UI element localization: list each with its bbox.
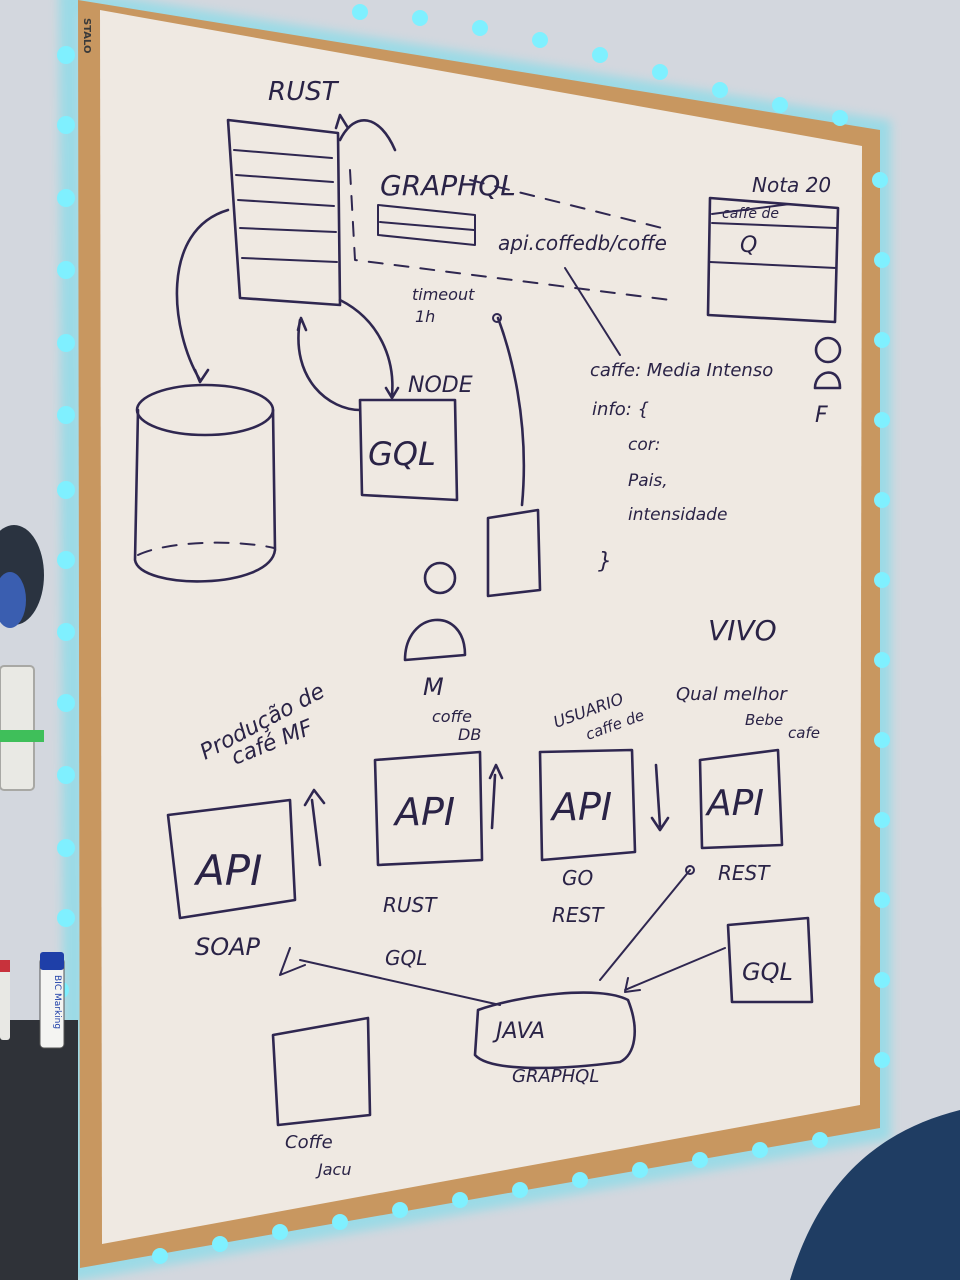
- api-box-4-label: API: [705, 783, 764, 824]
- small-box: [486, 508, 542, 598]
- marker-tray: [0, 1020, 78, 1280]
- rust-label: RUST: [268, 77, 340, 107]
- java-rest-arrow: [599, 869, 691, 981]
- coffe-jacu-box: [271, 1016, 372, 1127]
- json-line4: Pais,: [628, 471, 668, 491]
- timeout-line2: 1h: [415, 307, 435, 326]
- soap-label: SOAP: [195, 933, 261, 961]
- java-graphql-label: GRAPHQL: [512, 1066, 599, 1087]
- go-rest-line2: REST: [552, 903, 605, 927]
- rust-gql-line2: GQL: [385, 946, 427, 970]
- marker-label: BIC Marking: [52, 975, 62, 1029]
- nota-label: Nota 20: [752, 173, 831, 197]
- json-line3: cor:: [628, 435, 660, 455]
- board-surface: [100, 10, 862, 1244]
- coffe-db-line1: coffe: [432, 707, 472, 726]
- api-box-3-label: API: [549, 785, 612, 829]
- rust-gql-line1: RUST: [383, 893, 438, 917]
- person-m-head: [423, 561, 457, 595]
- graphql-input-box: [377, 204, 476, 246]
- api-box-2-label: API: [392, 790, 455, 834]
- java-box: [473, 991, 636, 1070]
- java-label: JAVA: [492, 1019, 545, 1044]
- person-m-label: M: [423, 673, 444, 701]
- gql-box-label: GQL: [742, 958, 793, 986]
- api-box-3: [538, 748, 637, 862]
- api-box-2: [373, 750, 484, 867]
- go-rest-line1: GO: [562, 866, 593, 890]
- api-url: api.coffedb/coffe: [498, 231, 667, 255]
- board-brand: STALO: [81, 18, 92, 54]
- node-gql-box: [358, 398, 459, 502]
- api-box-4: [698, 748, 784, 850]
- rust-graphql-arrow: [334, 113, 397, 152]
- coffe-jacu-line2: Jacu: [315, 1160, 351, 1179]
- coffe-jacu-line1: Coffe: [285, 1132, 333, 1153]
- json-line2: info: {: [592, 399, 649, 420]
- json-line6: }: [598, 549, 612, 574]
- java-gql-arrow: [624, 947, 726, 993]
- node-label: NODE: [408, 373, 473, 398]
- coffe-db-line2: DB: [458, 725, 481, 744]
- nota-card: [706, 196, 840, 324]
- person-m-body: [403, 618, 467, 662]
- node-gql-text: GQL: [368, 435, 436, 473]
- api-box-1-label: API: [193, 846, 262, 895]
- java-soap-arrow: [279, 947, 501, 1006]
- person-f-label: F: [815, 403, 828, 428]
- card-q: Q: [740, 233, 757, 258]
- rest-label: REST: [718, 861, 771, 885]
- rust-db-arrow: [175, 208, 230, 384]
- vivo-label: VIVO: [708, 614, 777, 647]
- jacket: [790, 1110, 960, 1280]
- api-box-1: [166, 798, 297, 920]
- timeout-line1: timeout: [412, 285, 475, 304]
- person-f-head: [814, 336, 842, 364]
- bebe-line1: Bebe: [745, 711, 783, 729]
- database-cylinder: [133, 408, 277, 583]
- gql-box: [726, 916, 814, 1004]
- rust-box: [226, 118, 342, 307]
- graphql-label: GRAPHQL: [380, 169, 516, 202]
- json-line1: caffe: Media Intenso: [590, 360, 773, 381]
- qual-label: Qual melhor: [676, 684, 788, 705]
- green-tape: [0, 730, 44, 742]
- graphql-dashed-boundary: [349, 169, 671, 301]
- bebe-line2: cafe: [788, 724, 820, 742]
- led-strip: [51, 4, 890, 1264]
- json-line5: intensidade: [628, 505, 727, 525]
- wall-switch: [0, 665, 35, 791]
